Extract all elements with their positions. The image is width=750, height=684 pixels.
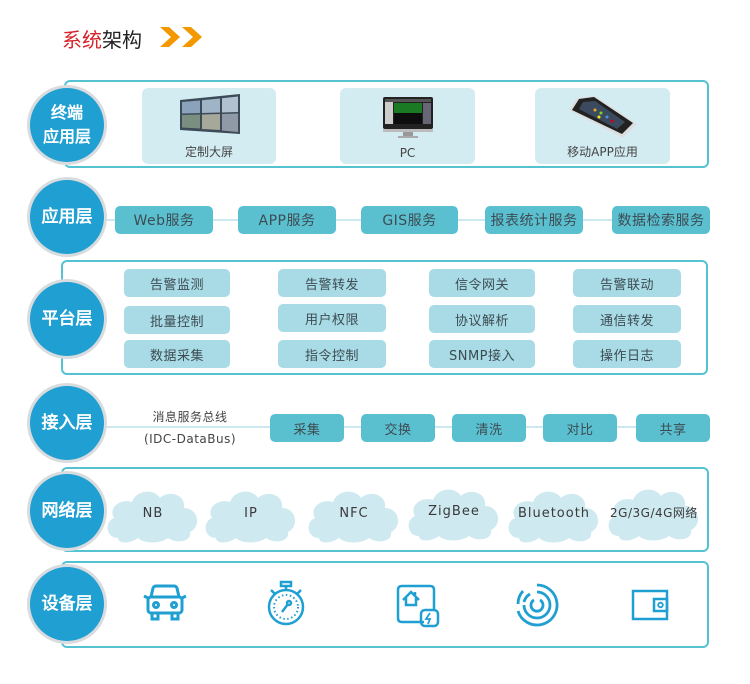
network-protocol-label: IP	[244, 506, 258, 521]
platform-item-alarm-forward[interactable]: 告警转发	[278, 269, 386, 297]
application-layer-label: 应用层	[41, 207, 93, 227]
network-protocol-label: Bluetooth	[517, 506, 591, 521]
cloud-icon	[508, 491, 599, 543]
device-layer-panel	[61, 561, 709, 648]
device-card-label: 移动APP应用	[567, 145, 638, 159]
pc-monitor-icon	[383, 97, 433, 138]
car-icon	[143, 584, 187, 621]
network-layer-badge: 网络层	[30, 474, 104, 548]
access-step-collect[interactable]: 采集	[270, 414, 344, 442]
device-card-video-wall[interactable]: 定制大屏	[142, 88, 276, 164]
platform-layer-label: 平台层	[41, 309, 93, 329]
title-red-part: 系统	[62, 28, 102, 52]
network-cloud-ip[interactable]: IP	[202, 486, 300, 544]
platform-item-snmp-access[interactable]: SNMP接入	[429, 340, 535, 368]
terminal-layer-badge: 终端 应用层	[30, 88, 104, 162]
service-app[interactable]: APP服务	[238, 206, 336, 234]
device-layer-label: 设备层	[41, 594, 93, 614]
access-step-share[interactable]: 共享	[636, 414, 710, 442]
device-card-label: PC	[399, 146, 416, 160]
message-bus-title: 消息服务总线	[152, 410, 228, 424]
terminal-layer-label-1: 终端	[50, 103, 83, 122]
cloud-icon	[205, 491, 296, 543]
platform-item-batch-control[interactable]: 批量控制	[124, 306, 230, 334]
message-bus-subtitle: (IDC-DataBus)	[143, 432, 237, 446]
terminal-layer-label-2: 应用层	[42, 127, 91, 146]
cloud-icon	[107, 491, 198, 543]
service-web[interactable]: Web服务	[115, 206, 213, 234]
smartphone-icon	[569, 96, 637, 138]
platform-item-command-control[interactable]: 指令控制	[278, 340, 386, 368]
stopwatch-icon	[267, 580, 305, 626]
network-cloud-nfc[interactable]: NFC	[305, 486, 403, 544]
device-card-mobile-app[interactable]: 移动APP应用	[535, 88, 670, 164]
platform-item-user-permission[interactable]: 用户权限	[278, 304, 386, 332]
sensor-rings-icon	[516, 583, 559, 627]
cloud-icon	[608, 489, 699, 541]
video-wall-icon	[180, 94, 240, 134]
network-cloud-cellular[interactable]: 2G/3G/4G网络	[604, 484, 704, 542]
cloud-icon	[308, 491, 399, 543]
network-cloud-zigbee[interactable]: ZigBee	[405, 484, 503, 542]
network-cloud-bluetooth[interactable]: Bluetooth	[505, 486, 603, 544]
access-step-clean[interactable]: 清洗	[452, 414, 526, 442]
platform-item-signaling-gateway[interactable]: 信令网关	[429, 269, 535, 297]
network-protocol-label: 2G/3G/4G网络	[610, 506, 698, 520]
network-cloud-nb[interactable]: NB	[104, 486, 202, 544]
smart-home-icon	[396, 584, 440, 628]
service-report-stats[interactable]: 报表统计服务	[485, 206, 583, 234]
page-title: 系统架构	[62, 24, 142, 53]
service-data-search[interactable]: 数据检索服务	[612, 206, 710, 234]
network-protocol-label: NB	[142, 506, 164, 521]
platform-item-protocol-parse[interactable]: 协议解析	[429, 305, 535, 333]
title-black-part: 架构	[102, 28, 142, 52]
application-layer-badge: 应用层	[30, 180, 104, 254]
platform-item-data-collect[interactable]: 数据采集	[124, 340, 230, 368]
platform-item-alarm-monitor[interactable]: 告警监测	[124, 269, 230, 297]
platform-layer-badge: 平台层	[30, 282, 104, 356]
access-step-exchange[interactable]: 交换	[361, 414, 435, 442]
double-chevron-icon	[160, 27, 202, 47]
wallet-icon	[631, 589, 669, 621]
platform-item-alarm-linkage[interactable]: 告警联动	[573, 269, 681, 297]
network-layer-label: 网络层	[41, 501, 93, 521]
device-card-label: 定制大屏	[184, 145, 233, 159]
access-layer-badge: 接入层	[30, 386, 104, 460]
device-layer-badge: 设备层	[30, 567, 104, 641]
message-bus-label: 消息服务总线 (IDC-DataBus)	[130, 406, 250, 450]
service-gis[interactable]: GIS服务	[361, 206, 458, 234]
network-protocol-label: ZigBee	[428, 504, 480, 519]
device-card-pc[interactable]: PC	[340, 88, 475, 164]
access-layer-label: 接入层	[41, 413, 93, 433]
platform-item-operation-log[interactable]: 操作日志	[573, 340, 681, 368]
network-protocol-label: NFC	[339, 506, 369, 521]
platform-item-comm-forward[interactable]: 通信转发	[573, 305, 681, 333]
access-step-compare[interactable]: 对比	[543, 414, 617, 442]
cloud-icon	[408, 489, 499, 541]
